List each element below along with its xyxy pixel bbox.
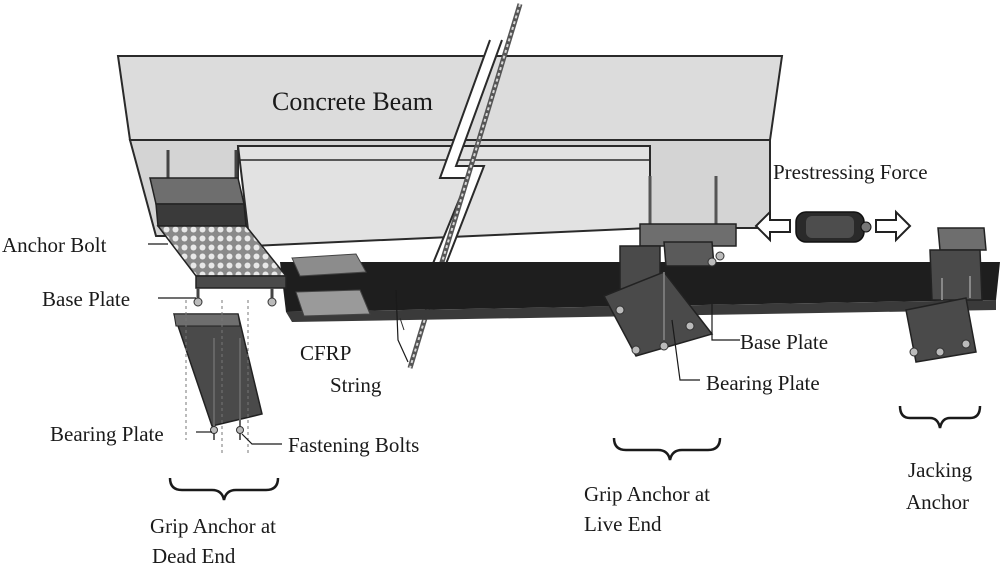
jacking-anchor-label-line2: Anchor (906, 490, 969, 514)
base-plate-left-label: Base Plate (42, 287, 131, 311)
dead-end-label-line1: Grip Anchor at (150, 514, 276, 538)
live-end-label-line1: Grip Anchor at (584, 482, 710, 506)
dead-end-anchor (149, 150, 288, 455)
bearing-plate-left-label: Bearing Plate (50, 422, 164, 446)
fastening-bolts-label: Fastening Bolts (288, 433, 420, 457)
concrete-beam-label: Concrete Beam (272, 87, 433, 116)
anchor-bolt-label: Anchor Bolt (2, 233, 107, 257)
dead-end-label-line2: Dead End (152, 544, 236, 568)
prestressing-force-symbol (754, 209, 912, 243)
live-end-anchor (602, 176, 737, 357)
concrete-beam (116, 55, 784, 248)
jacking-anchor (905, 227, 987, 363)
braces (168, 405, 982, 501)
cfrp-label-line1: CFRP (300, 341, 352, 365)
base-plate-right-label: Base Plate (740, 330, 829, 354)
cfrp-label-line2: String (330, 373, 382, 397)
bearing-plate-right-label: Bearing Plate (706, 371, 820, 395)
prestressing-force-label: Prestressing Force (773, 160, 928, 184)
jacking-anchor-label-line1: Jacking (908, 458, 973, 482)
live-end-label-line2: Live End (584, 512, 662, 536)
leader-lines (148, 243, 740, 445)
